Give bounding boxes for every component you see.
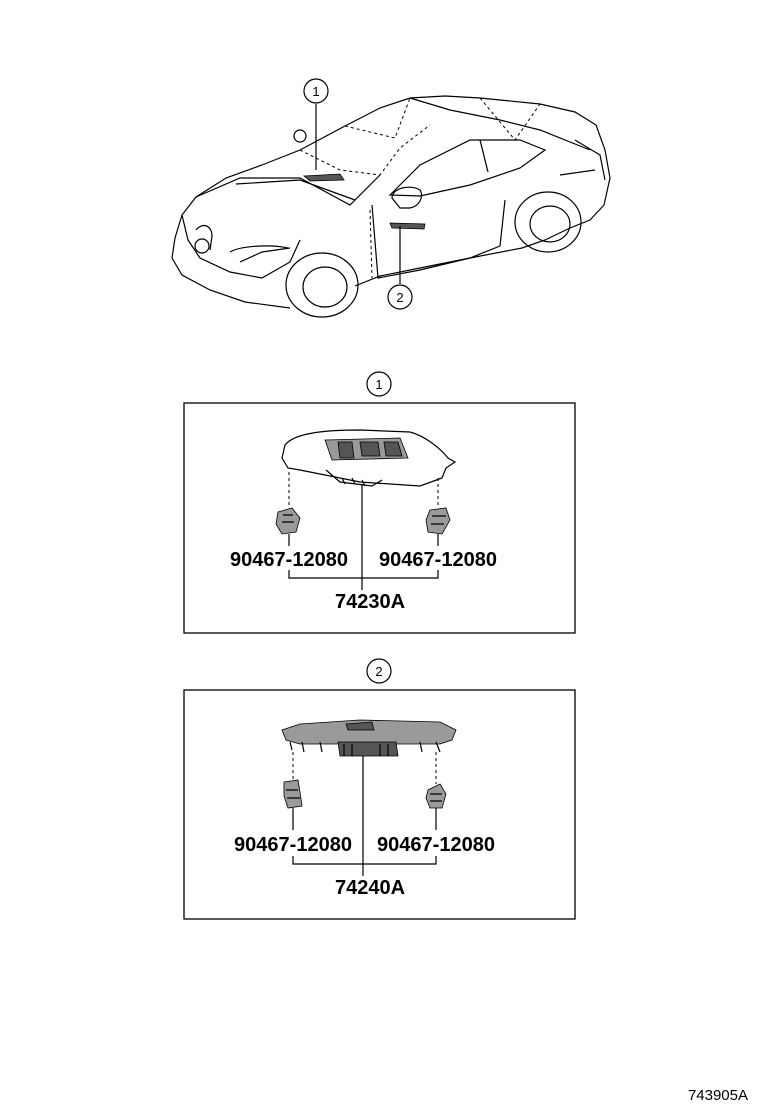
panel-2-right-clip-label: 90467-12080 — [377, 834, 495, 856]
clip-right-2 — [425, 783, 447, 809]
panel-2-frame — [183, 689, 576, 920]
car-callout-1: 1 — [303, 78, 329, 170]
panel-1-assembly-label: 74230A — [335, 591, 405, 613]
clip-left-2 — [283, 779, 303, 809]
panel-2-callout: 2 — [375, 664, 382, 679]
panel-2: 2 90467-12080 90467-12080 74240A — [183, 658, 576, 920]
panel-2-assembly-label: 74240A — [335, 877, 405, 899]
panel-1-right-clip-label: 90467-12080 — [379, 549, 497, 571]
panel-1-callout: 1 — [375, 377, 382, 392]
switch-assembly-74230A — [281, 429, 457, 487]
panel-1-left-clip-label: 90467-12080 — [230, 549, 348, 571]
panel-2-left-clip-label: 90467-12080 — [234, 834, 352, 856]
diagram-id: 743905A — [688, 1087, 748, 1104]
car-callout-2: 2 — [387, 226, 413, 310]
clip-left-1 — [275, 507, 301, 535]
car-callout-2-label: 2 — [396, 290, 403, 305]
clip-right-1 — [425, 507, 451, 535]
panel-1-frame — [183, 402, 576, 634]
car-callout-1-label: 1 — [312, 84, 319, 99]
switch-assembly-74240A — [281, 719, 457, 757]
car-illustration — [171, 95, 611, 318]
panel-1: 1 90467-12080 90467-1208 — [183, 371, 576, 634]
